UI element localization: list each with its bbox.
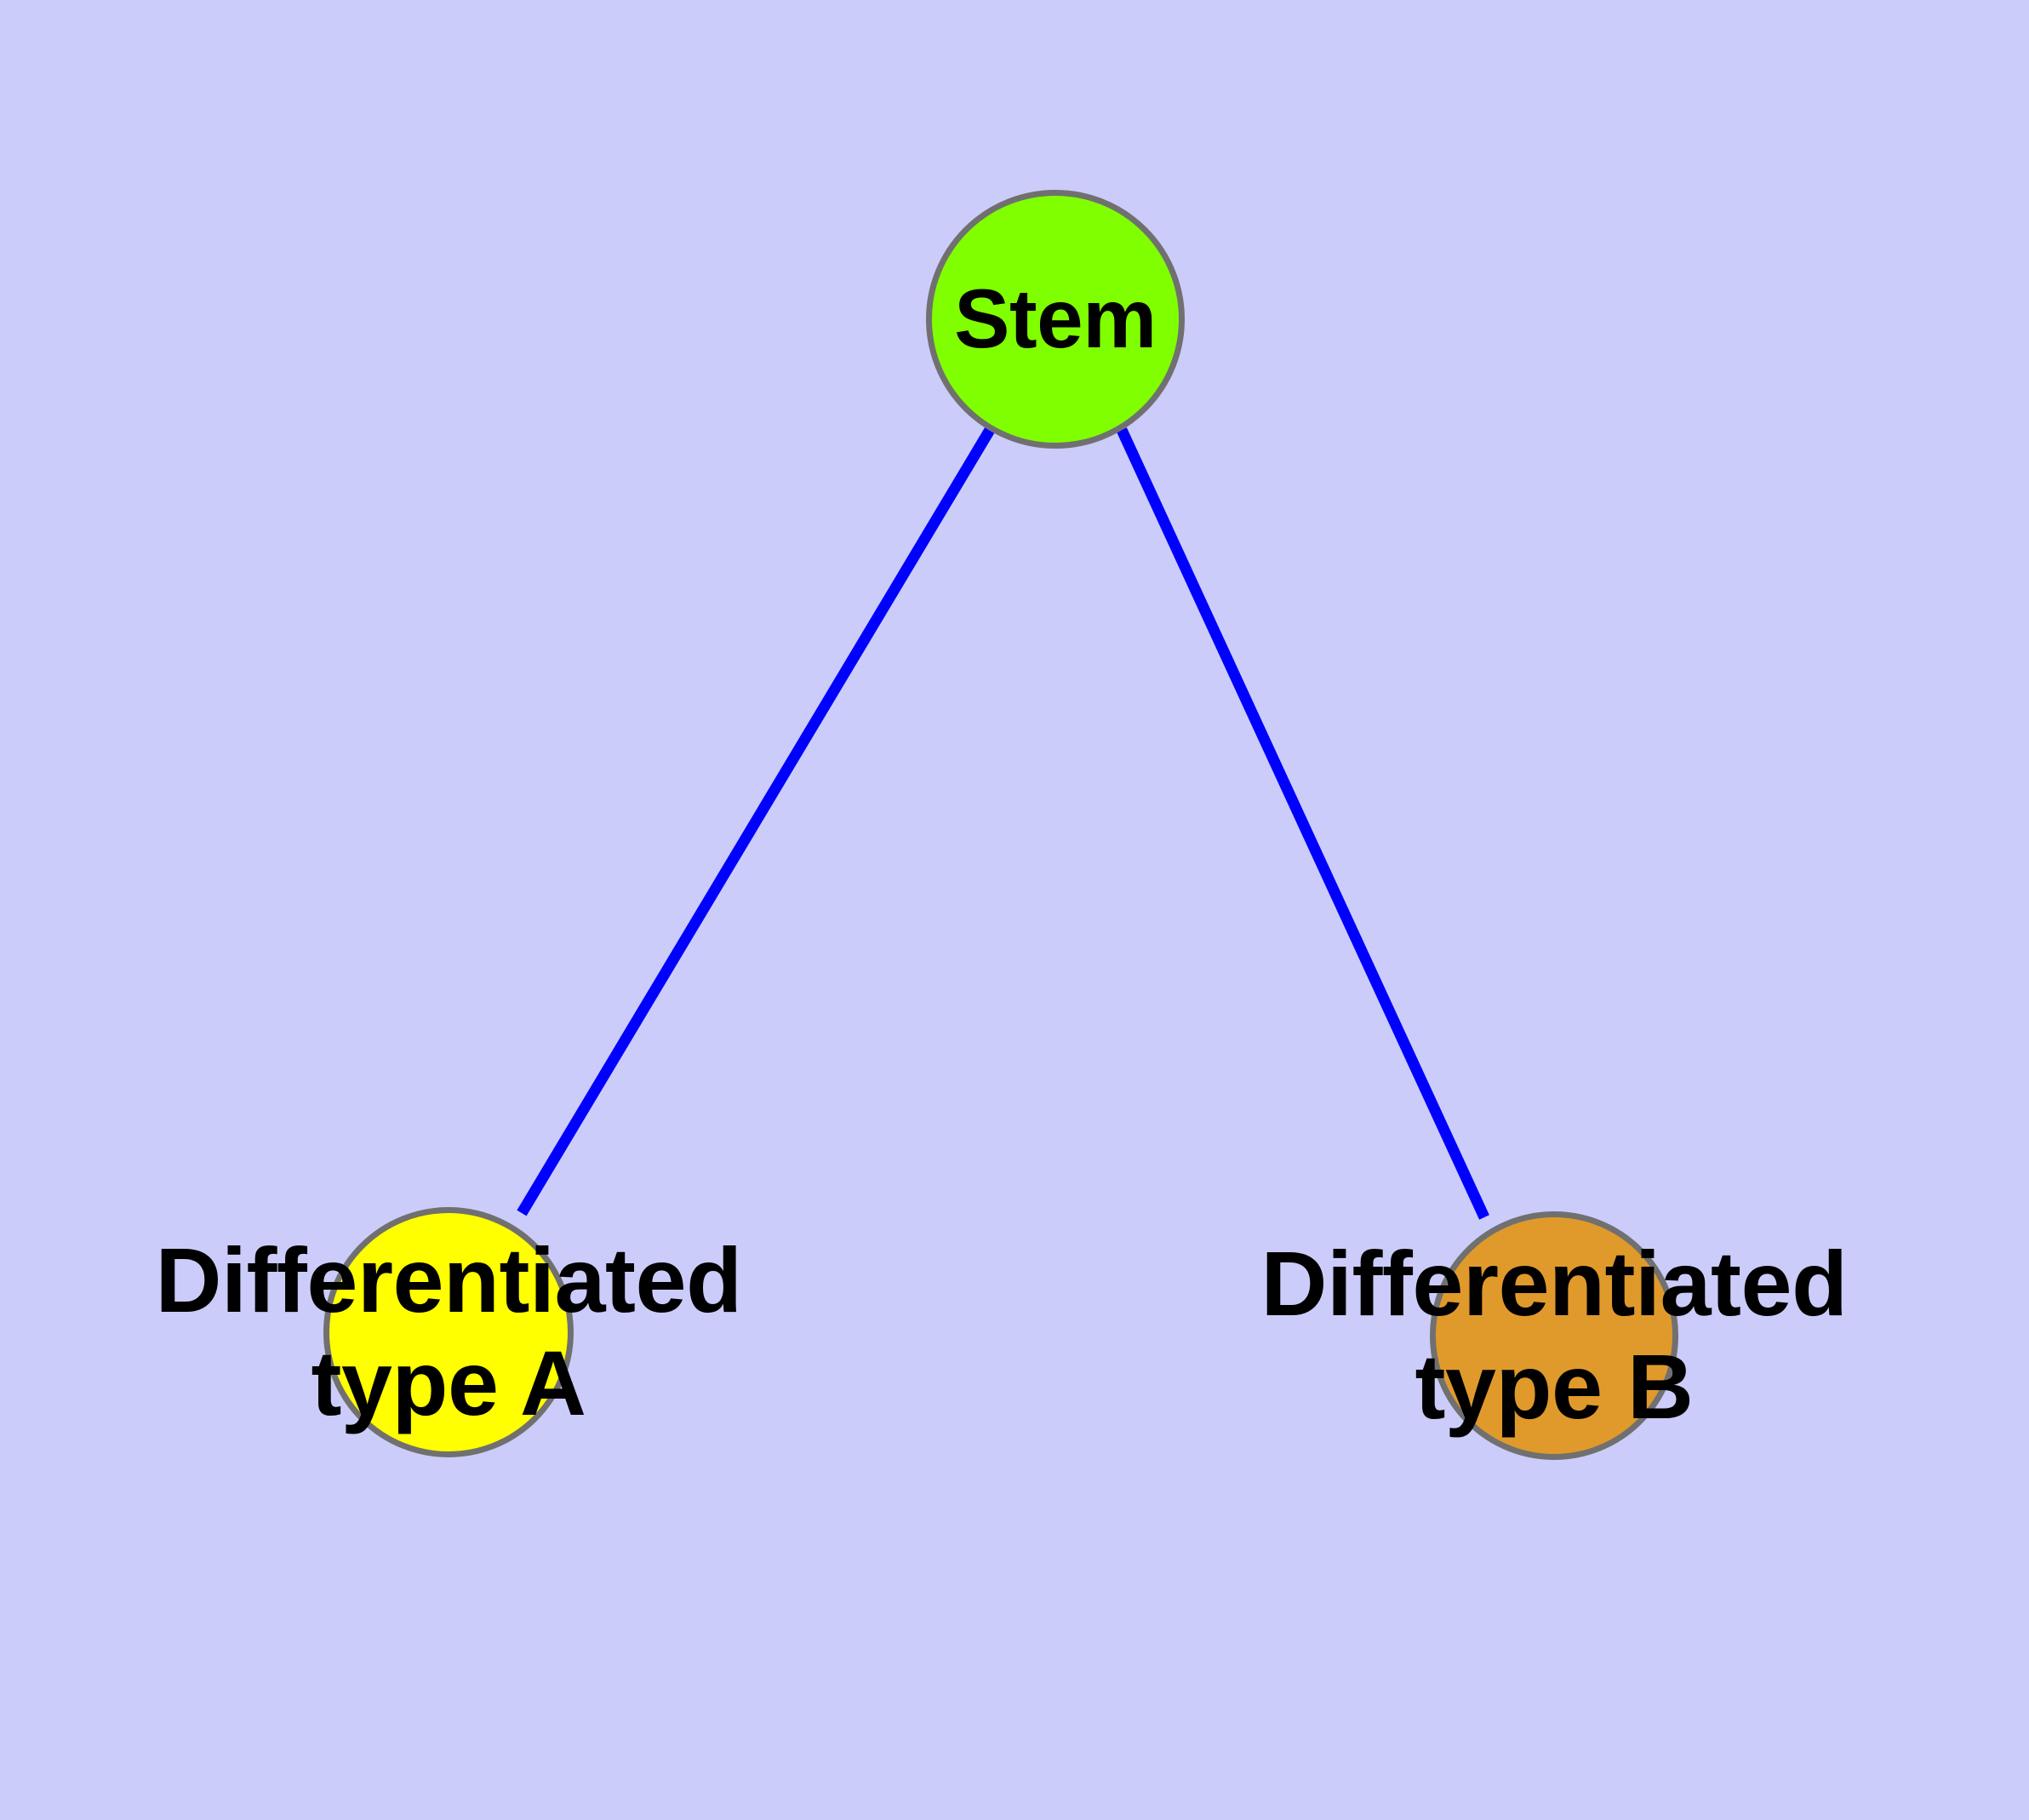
- node-differentiated-type-a[interactable]: Differentiated type A: [155, 1207, 742, 1457]
- edge-stem-to-differentiated-type-a: [517, 426, 995, 1216]
- edge-stem-to-differentiated-type-b: [1117, 427, 1489, 1220]
- node-stem-label: Stem: [954, 272, 1157, 366]
- node-differentiated-type-b[interactable]: Differentiated type B: [1260, 1211, 1848, 1460]
- node-stem[interactable]: Stem: [926, 190, 1185, 449]
